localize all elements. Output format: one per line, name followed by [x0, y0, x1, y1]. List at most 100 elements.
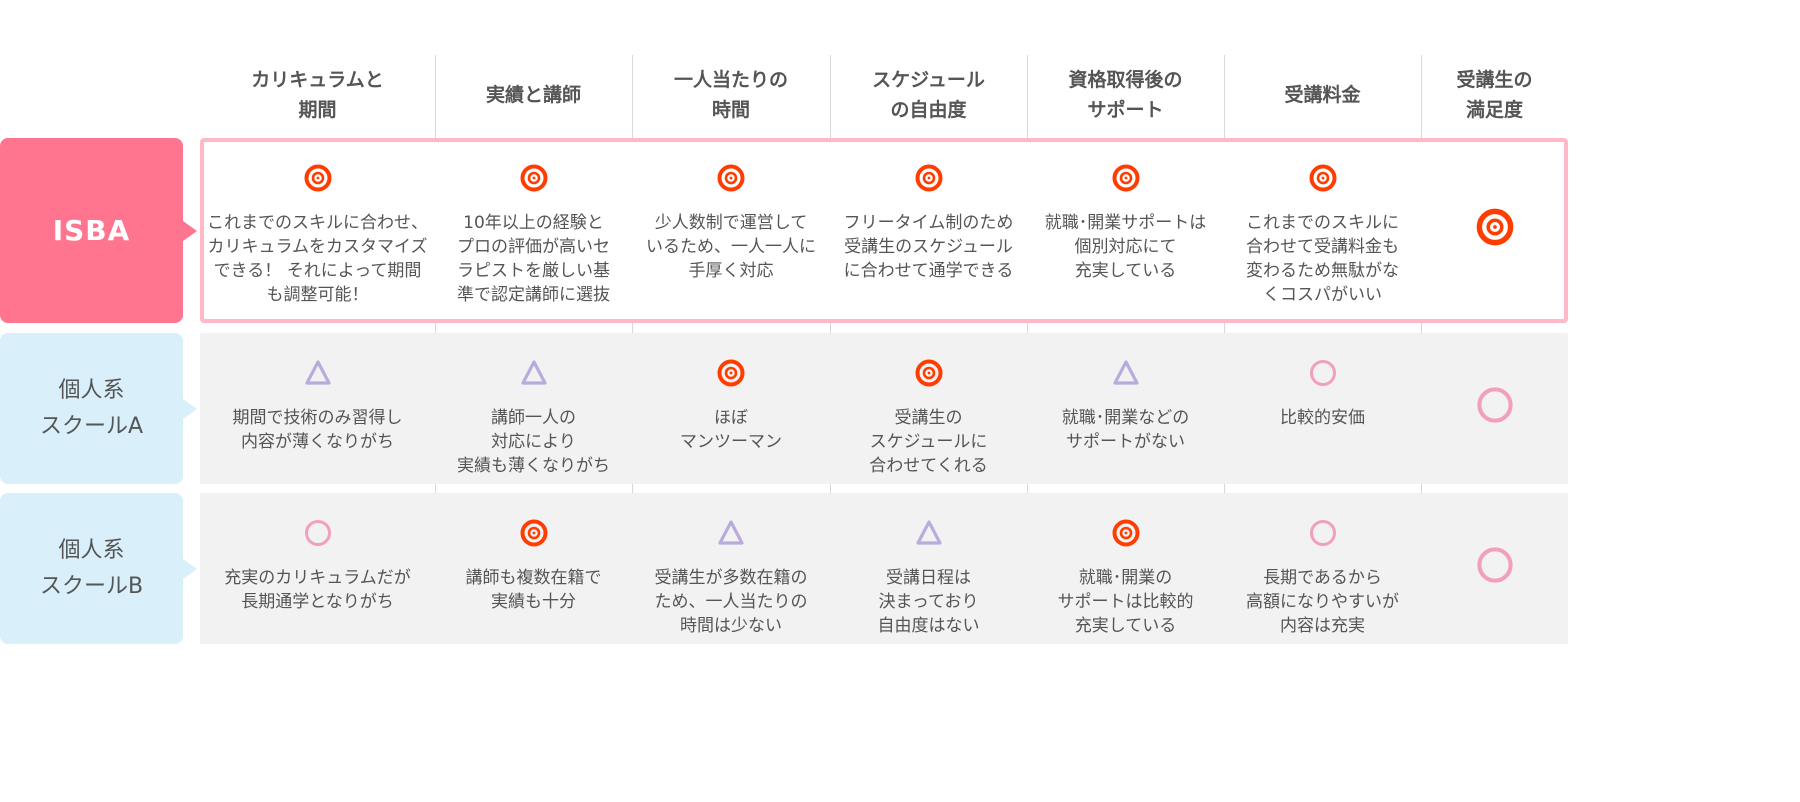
- column-header: 受講生の満足度: [1421, 55, 1568, 135]
- cell-text-line: 受講生が多数在籍の: [654, 568, 808, 588]
- column-header-line: 受講料金: [1284, 84, 1361, 106]
- cell-text-line: 実績も十分: [491, 592, 576, 612]
- row-label-text: スクールB: [39, 573, 144, 599]
- cell-text-line: 自由度はない: [877, 616, 980, 636]
- cell-text-line: フリータイム制のため: [843, 213, 1014, 233]
- table-cell: 期間で技術のみ習得し内容が薄くなりがち: [200, 333, 435, 484]
- double-circle-icon: [717, 359, 745, 394]
- cell-text-line: 期間で技術のみ習得し: [232, 408, 403, 428]
- cell-text-line: ラピストを厳しい基: [457, 261, 610, 281]
- cell-text-line: 時間は少ない: [680, 616, 782, 636]
- cell-text-line: 充実している: [1074, 616, 1177, 636]
- cell-text-line: 合わせてくれる: [869, 456, 988, 476]
- table-cell: 就職･開業のサポートは比較的充実している: [1027, 493, 1224, 644]
- column-header-line: 一人当たりの: [673, 69, 788, 91]
- cell-text-line: 合わせて受講料金も: [1246, 237, 1399, 257]
- double-circle-icon: [717, 164, 745, 199]
- double-circle-icon: [915, 164, 943, 199]
- cell-text-line: に合わせて通学できる: [843, 261, 1014, 281]
- circle-icon: [304, 519, 332, 554]
- table-cell: フリータイム制のため受講生のスケジュールに合わせて通学できる: [830, 138, 1027, 323]
- row-label-text: 個人系: [58, 537, 125, 563]
- cell-text-line: 就職･開業などの: [1061, 408, 1190, 428]
- table-cell: [1421, 138, 1568, 323]
- column-header-line: 実績と講師: [485, 84, 581, 106]
- table-cell: 就職･開業サポートは個別対応にて充実している: [1027, 138, 1224, 323]
- table-cell: これまでのスキルに合わせて受講料金も変わるため無駄がなくコスパがいい: [1224, 138, 1421, 323]
- cell-text-line: 受講生の: [894, 408, 963, 428]
- table-cell: 充実のカリキュラムだが長期通学となりがち: [200, 493, 435, 644]
- cell-text-line: これまでのスキルに合わせ、: [207, 213, 428, 233]
- table-cell: 受講生のスケジュールに合わせてくれる: [830, 333, 1027, 484]
- cell-text-line: 講師一人の: [491, 408, 576, 428]
- cell-text-line: 受講生のスケジュール: [844, 237, 1013, 257]
- table-cell: [1421, 333, 1568, 484]
- cell-text-line: 準で認定講師に選抜: [457, 285, 610, 305]
- table-cell: 受講日程は決まっており自由度はない: [830, 493, 1027, 644]
- column-header: 一人当たりの時間: [632, 55, 830, 135]
- row-label: 個人系スクールA: [0, 333, 197, 484]
- row-label: ISBA: [0, 138, 197, 323]
- table-cell: 講師も複数在籍で実績も十分: [435, 493, 632, 644]
- triangle-icon: [915, 519, 943, 554]
- column-header-line: 受講生の: [1456, 69, 1533, 91]
- column-header-line: 資格取得後の: [1068, 69, 1183, 91]
- cell-text-line: カリキュラムをカスタマイズ: [207, 237, 428, 257]
- cell-text-line: 長期であるから: [1263, 568, 1382, 588]
- table-cell: 受講生が多数在籍のため、一人当たりの時間は少ない: [632, 493, 830, 644]
- column-header-line: 期間: [298, 99, 337, 121]
- circle-icon: [1309, 519, 1337, 554]
- cell-text-line: できる！ それによって期間: [213, 261, 422, 281]
- column-header-line: の自由度: [890, 99, 967, 121]
- table-cell: 比較的安価: [1224, 333, 1421, 484]
- row-label-text: ISBA: [52, 214, 131, 247]
- row-background: [200, 493, 1568, 644]
- double-circle-icon: [1309, 164, 1337, 199]
- column-header: 受講料金: [1224, 55, 1421, 135]
- cell-text-line: 内容が薄くなりがち: [241, 432, 394, 452]
- cell-text-line: 決まっており: [878, 592, 979, 612]
- double-circle-icon: [1112, 519, 1140, 554]
- double-circle-icon: [304, 164, 332, 199]
- row-background: [200, 138, 1568, 323]
- column-header: 資格取得後のサポート: [1027, 55, 1224, 135]
- column-header-line: カリキュラムと: [251, 69, 384, 91]
- table-cell: これまでのスキルに合わせ、カリキュラムをカスタマイズできる！ それによって期間も…: [200, 138, 435, 323]
- cell-text-line: ほぼ: [714, 408, 748, 428]
- table-cell: 就職･開業などのサポートがない: [1027, 333, 1224, 484]
- column-header-line: 満足度: [1465, 99, 1523, 121]
- cell-text-line: 受講日程は: [886, 568, 971, 588]
- table-cell: 長期であるから高額になりやすいが内容は充実: [1224, 493, 1421, 644]
- column-header: 実績と講師: [435, 55, 632, 135]
- double-circle-icon: [1112, 164, 1140, 199]
- cell-text-line: スケジュールに: [869, 432, 988, 452]
- double-circle-icon: [520, 164, 548, 199]
- triangle-icon: [304, 359, 332, 394]
- table-cell: 少人数制で運営しているため、一人一人に手厚く対応: [632, 138, 830, 323]
- triangle-icon: [717, 519, 745, 554]
- cell-text-line: これまでのスキルに: [1246, 213, 1399, 233]
- table-cell: 10年以上の経験とプロの評価が高いセラピストを厳しい基準で認定講師に選抜: [435, 138, 632, 323]
- cell-text-line: サポートがない: [1066, 432, 1185, 452]
- table-cell: 講師一人の対応により実績も薄くなりがち: [435, 333, 632, 484]
- cell-text-line: 就職･開業サポートは: [1044, 213, 1207, 233]
- triangle-icon: [1112, 359, 1140, 394]
- cell-text-line: 少人数制で運営して: [654, 213, 808, 233]
- cell-text-line: 長期通学となりがち: [241, 592, 394, 612]
- circle-icon: [1476, 386, 1514, 431]
- row-label: 個人系スクールB: [0, 493, 197, 644]
- cell-text-line: 高額になりやすいが: [1246, 592, 1399, 612]
- cell-text-line: マンツーマン: [680, 432, 782, 452]
- cell-text-line: 充実のカリキュラムだが: [224, 568, 411, 588]
- column-header-line: サポート: [1087, 99, 1164, 121]
- column-header-line: スケジュール: [872, 69, 985, 91]
- table-cell: [1421, 493, 1568, 644]
- cell-text-line: 講師も複数在籍で: [465, 568, 602, 588]
- table-cell: ほぼマンツーマン: [632, 333, 830, 484]
- cell-text-line: いるため、一人一人に: [646, 237, 816, 257]
- cell-text-line: サポートは比較的: [1057, 592, 1194, 612]
- cell-text-line: も調整可能！: [266, 285, 369, 305]
- cell-text-line: 充実している: [1074, 261, 1177, 281]
- cell-text-line: 変わるため無駄がな: [1246, 261, 1399, 281]
- cell-text-line: 10年以上の経験と: [463, 213, 604, 233]
